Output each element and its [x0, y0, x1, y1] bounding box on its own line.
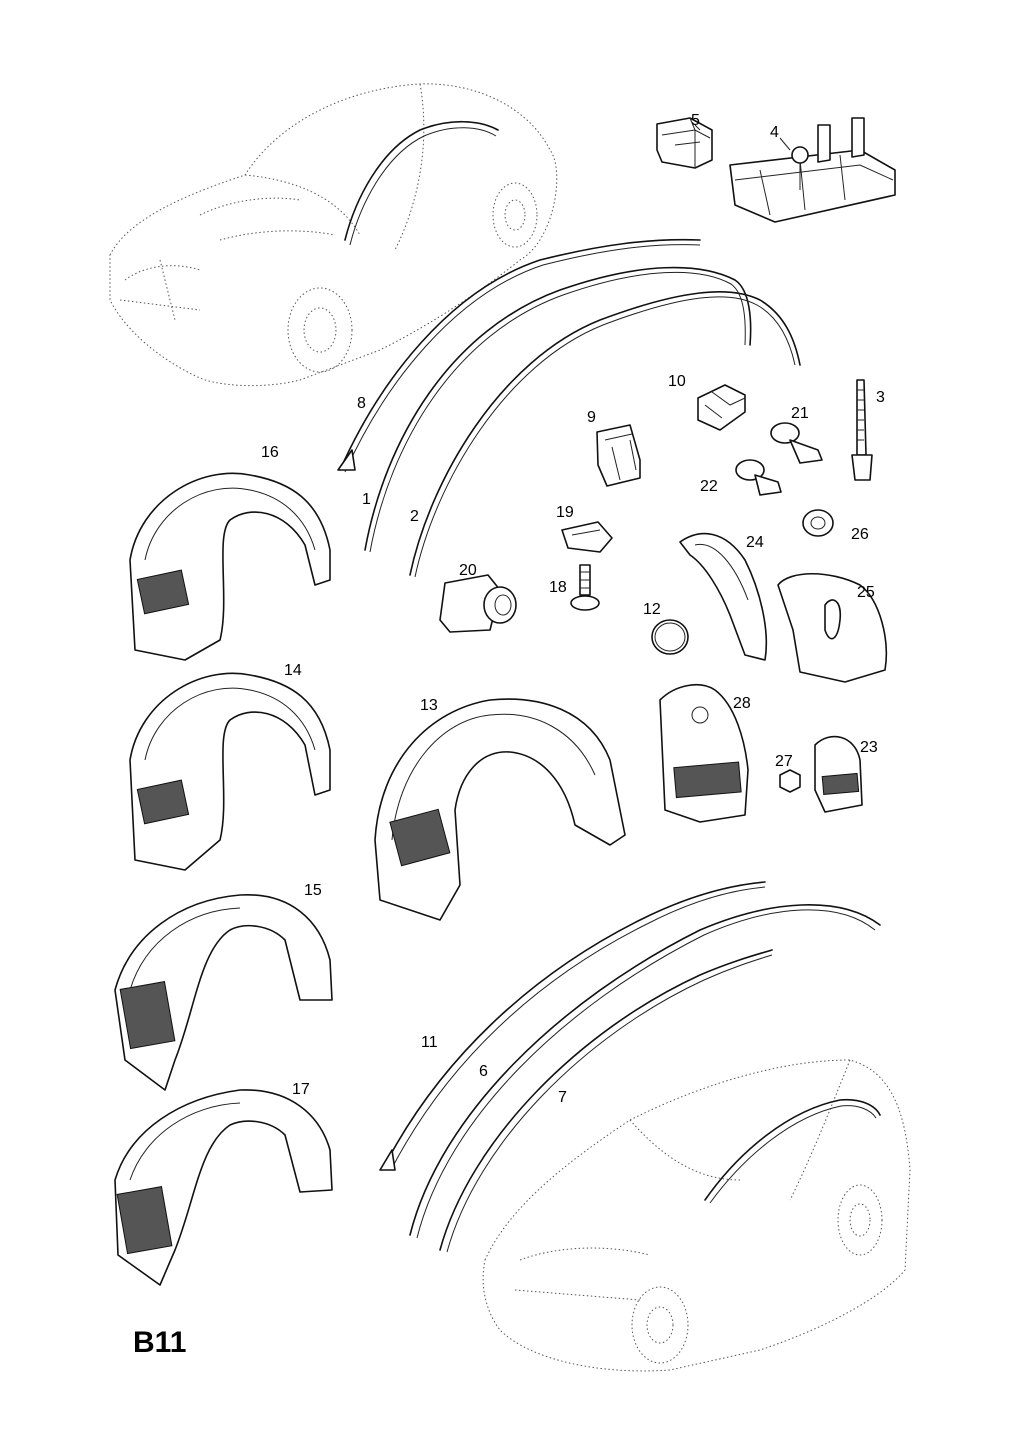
part-15-wheel-arch-liner [114, 894, 333, 1091]
callout-3: 3 [876, 389, 885, 406]
callout-6: 6 [479, 1063, 488, 1080]
callout-23: 23 [860, 739, 878, 756]
leader-lines [694, 124, 791, 151]
part-14-wheel-arch-liner [129, 672, 331, 871]
callout-25: 25 [857, 584, 875, 601]
callout-21: 21 [791, 405, 809, 422]
part-5-clip [656, 117, 713, 169]
part-26-grommet [802, 509, 834, 537]
part-22-push-rivet [735, 459, 782, 496]
callout-16: 16 [261, 444, 279, 461]
callout-14: 14 [284, 662, 302, 679]
callout-9: 9 [587, 409, 596, 426]
part-6-moulding [409, 904, 881, 1239]
part-3-screw [851, 379, 873, 481]
callout-17: 17 [292, 1081, 310, 1098]
callout-26: 26 [851, 526, 869, 543]
callout-1: 1 [362, 491, 371, 508]
part-18-screw [570, 564, 600, 611]
callout-2: 2 [410, 508, 419, 525]
part-19-clip [561, 521, 613, 553]
part-16-wheel-arch-liner [129, 472, 331, 661]
callout-5: 5 [691, 112, 700, 129]
callout-10: 10 [668, 373, 686, 390]
callout-19: 19 [556, 504, 574, 521]
part-9-clip [596, 424, 641, 487]
part-11-moulding [379, 881, 766, 1171]
callout-15: 15 [304, 882, 322, 899]
callout-27: 27 [775, 753, 793, 770]
part-21-push-rivet [770, 422, 823, 464]
part-23-splash-shield [814, 735, 863, 813]
callout-7: 7 [558, 1089, 567, 1106]
callout-13: 13 [420, 697, 438, 714]
callout-11: 11 [421, 1034, 438, 1051]
part-24-bracket [679, 532, 768, 661]
callout-24: 24 [746, 534, 764, 551]
part-8-roof-moulding [337, 238, 701, 473]
callout-28: 28 [733, 695, 751, 712]
part-10-clip [697, 384, 746, 431]
callout-18: 18 [549, 579, 567, 596]
part-13-wheel-arch-liner [374, 698, 626, 921]
callout-4: 4 [770, 124, 779, 141]
callout-12: 12 [643, 601, 661, 618]
part-28-splash-shield [659, 684, 749, 823]
part-27-nut [779, 769, 801, 793]
reference-car-estate [482, 1059, 911, 1372]
part-2-roof-moulding [409, 291, 801, 578]
callout-20: 20 [459, 562, 477, 579]
callout-labels: 5 4 8 10 3 9 21 16 22 1 2 19 26 24 20 18… [261, 112, 885, 1106]
part-25-cover [777, 572, 888, 683]
sheet-code: B11 [133, 1326, 186, 1359]
callout-22: 22 [700, 478, 718, 495]
part-20-grommet [439, 574, 517, 633]
reference-car-sedan [109, 83, 558, 387]
part-4-retainer [729, 117, 896, 223]
part-12-o-ring [651, 619, 689, 655]
callout-8: 8 [357, 395, 366, 412]
part-7-moulding [439, 949, 773, 1253]
part-17-wheel-arch-liner [114, 1089, 333, 1286]
